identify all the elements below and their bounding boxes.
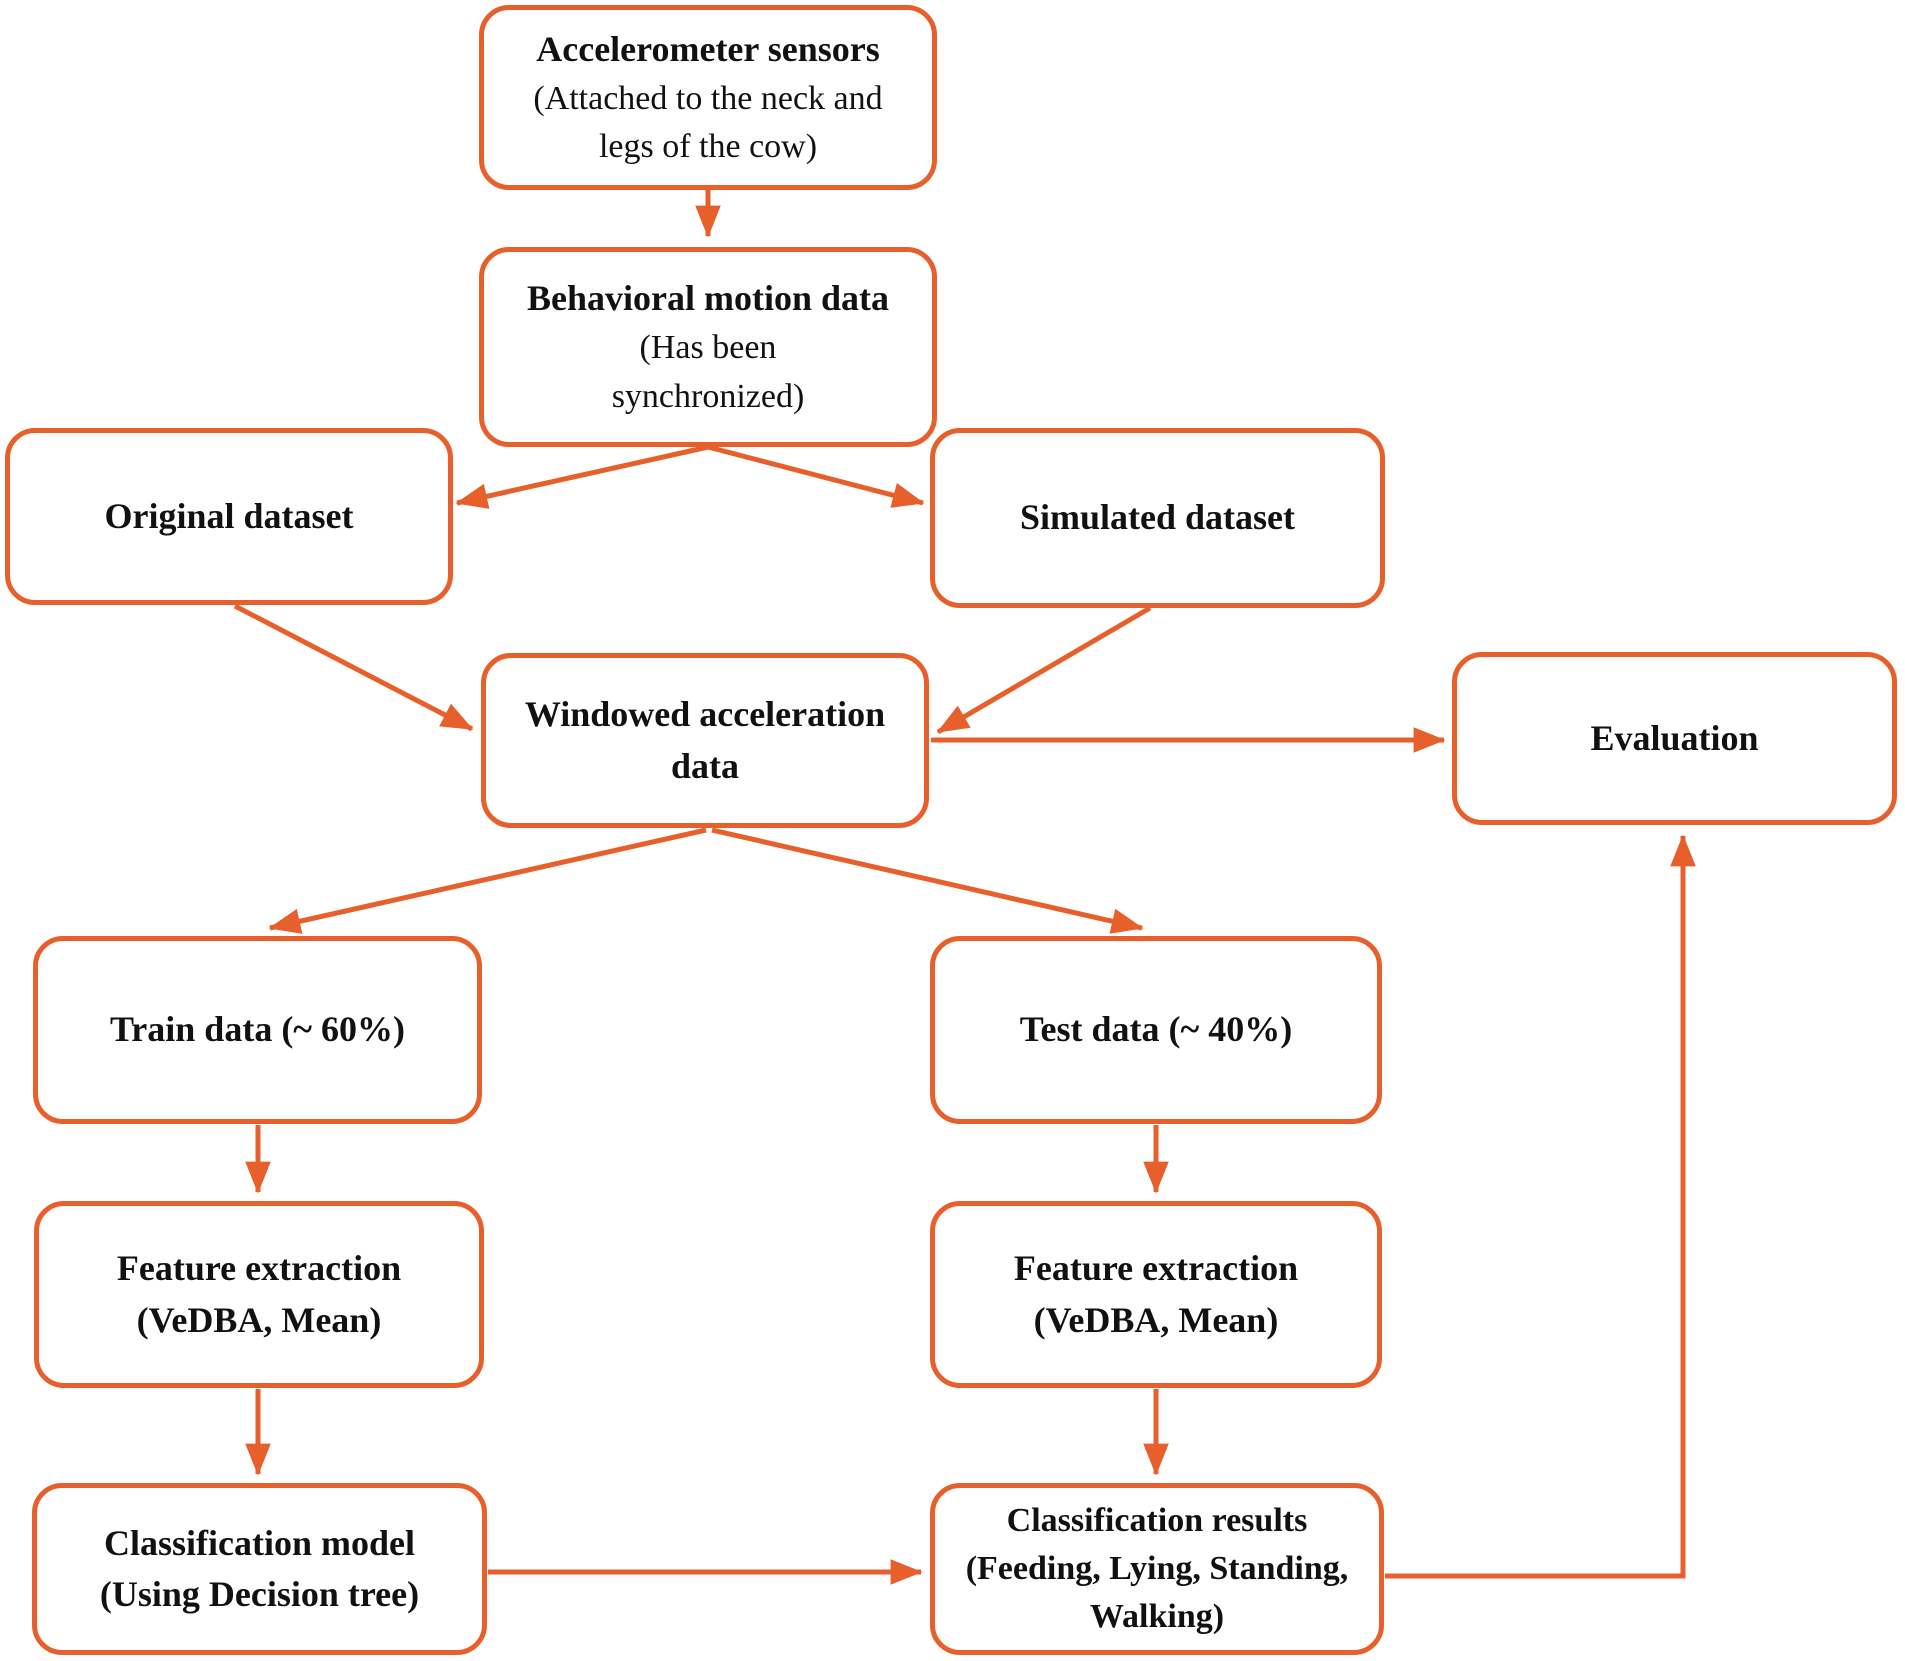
node-text-line: (Has been <box>639 329 777 367</box>
node-text-line: Train data (~ 60%) <box>109 1009 406 1050</box>
arrow-simulated-to-windowed <box>936 605 1152 735</box>
node-text-line: (Feeding, Lying, Standing, <box>965 1549 1349 1587</box>
node-text-line: Accelerometer sensors <box>536 28 880 69</box>
arrow-behavioral-to-original <box>455 444 709 509</box>
node-train-data: Train data (~ 60%) <box>33 936 482 1124</box>
node-behavioral-motion-data: Behavioral motion data (Has been synchro… <box>479 247 937 447</box>
node-text-line: Simulated dataset <box>1019 497 1295 538</box>
arrow-windowed-to-train <box>268 827 707 934</box>
node-text-line: Feature extraction <box>116 1248 402 1289</box>
node-text-line: Evaluation <box>1590 717 1759 758</box>
node-accelerometer-sensors: Accelerometer sensors (Attached to the n… <box>479 5 937 190</box>
node-text-line: Feature extraction <box>1013 1248 1299 1289</box>
node-original-dataset: Original dataset <box>5 428 453 605</box>
node-text-line: (Using Decision tree) <box>99 1574 420 1614</box>
node-text-line: (VeDBA, Mean) <box>136 1299 382 1340</box>
node-text-line: Original dataset <box>104 495 354 536</box>
node-text-line: Walking) <box>1089 1598 1225 1636</box>
node-classification-results: Classification results (Feeding, Lying, … <box>930 1483 1384 1655</box>
node-text-line: synchronized) <box>611 377 805 415</box>
node-text-line: (VeDBA, Mean) <box>1033 1299 1279 1340</box>
arrow-windowed-to-test <box>711 827 1144 934</box>
arrow-behavioral-to-simulated <box>707 444 925 508</box>
node-text-line: Behavioral motion data <box>526 278 889 319</box>
node-classification-model: Classification model (Using Decision tre… <box>32 1483 487 1655</box>
node-text-line: Test data (~ 40%) <box>1019 1009 1293 1050</box>
node-evaluation: Evaluation <box>1452 652 1897 825</box>
arrow-original-to-windowed <box>233 603 474 732</box>
arrow-results-to-evaluation <box>1385 834 1696 1579</box>
node-text-line: Windowed acceleration <box>524 694 886 735</box>
node-simulated-dataset: Simulated dataset <box>930 428 1385 608</box>
node-text-line: Classification results <box>1006 1501 1308 1539</box>
node-windowed-acceleration-data: Windowed acceleration data <box>481 653 929 828</box>
node-feature-extraction-train: Feature extraction (VeDBA, Mean) <box>34 1201 484 1388</box>
node-text-line: legs of the cow) <box>598 128 818 166</box>
node-text-line: (Attached to the neck and <box>533 79 883 117</box>
node-test-data: Test data (~ 40%) <box>930 936 1382 1124</box>
node-text-line: data <box>670 745 739 786</box>
node-feature-extraction-test: Feature extraction (VeDBA, Mean) <box>930 1201 1382 1388</box>
node-text-line: Classification model <box>104 1522 415 1563</box>
